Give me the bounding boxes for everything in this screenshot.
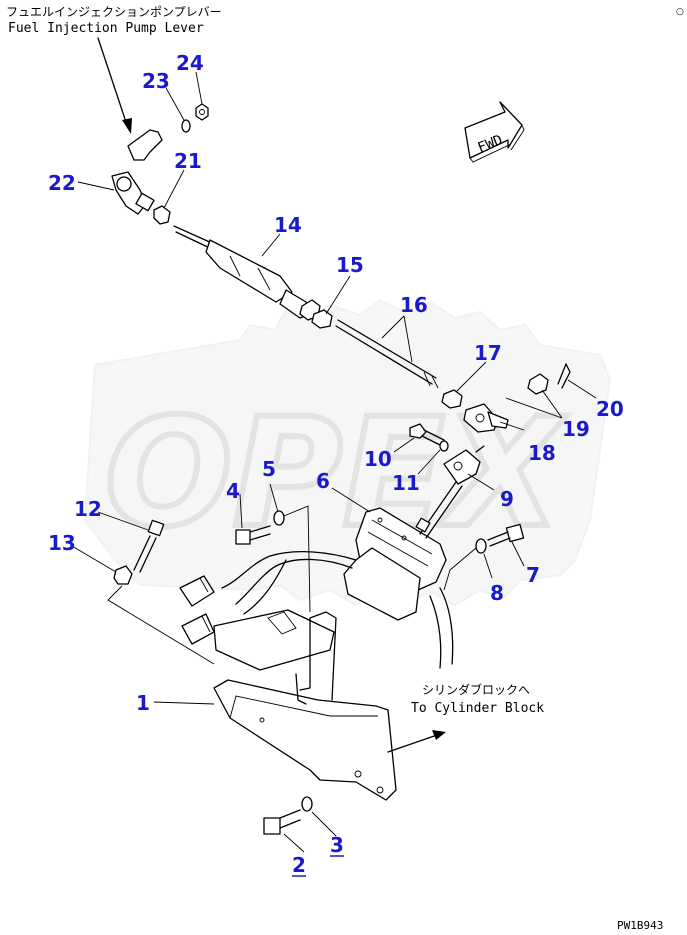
callout-16: 16 (400, 293, 428, 317)
callout-1: 1 (136, 691, 150, 715)
watermark: OPEX (83, 298, 612, 607)
fwd-label: FWD (476, 132, 505, 156)
drawing-code: PW1B943 (617, 919, 663, 932)
part-17-nut (441, 389, 463, 409)
part-11-washer (439, 440, 449, 452)
callout-3: 3 (330, 833, 344, 857)
callout-6: 6 (316, 469, 330, 493)
control-module (213, 609, 335, 671)
part-16-rod (335, 319, 439, 389)
callout-9: 9 (500, 487, 514, 511)
callout-13: 13 (48, 531, 76, 555)
callout-19: 19 (562, 417, 590, 441)
callout-4: 4 (226, 479, 240, 503)
part-3-washer (301, 796, 313, 812)
part-14-cable (173, 225, 321, 321)
part-12-bolt (133, 519, 165, 573)
part-21-nut (153, 205, 171, 225)
part-2-bolt (263, 809, 301, 835)
callout-8: 8 (490, 581, 504, 605)
callout-21: 21 (174, 149, 202, 173)
title-leader-arrowhead (122, 118, 132, 134)
part-10-bolt (409, 423, 445, 447)
callout-7: 7 (526, 563, 540, 587)
callout-17: 17 (474, 341, 502, 365)
callout-22: 22 (48, 171, 76, 195)
bolt-12-leader (107, 585, 215, 665)
part-15-nut (311, 309, 333, 329)
part-22-rod-end (111, 171, 155, 215)
bolt-7-leader (443, 547, 477, 591)
title-japanese: フュエルインジェクションポンプレバー (6, 5, 222, 19)
part-6-actuator (343, 481, 463, 621)
title-leader-line (97, 37, 129, 129)
callout-15: 15 (336, 253, 364, 277)
watermark-text: OPEX (105, 387, 567, 561)
cylinder-arrow (387, 730, 446, 753)
part-8-washer (475, 538, 487, 554)
callout-2: 2 (292, 853, 306, 877)
part-19-nut (527, 373, 549, 395)
title-english: Fuel Injection Pump Lever (8, 21, 204, 36)
lever-bracket (127, 129, 163, 161)
part-4-bolt (235, 525, 271, 545)
callout-24: 24 (176, 51, 204, 75)
corner-mark: ○ (676, 7, 684, 17)
cylinder-label-english: To Cylinder Block (411, 701, 544, 716)
part-18-rod-end (463, 403, 509, 433)
part-13-nut (113, 565, 133, 585)
callout-5: 5 (262, 457, 276, 481)
bolt-4-leader (283, 505, 311, 613)
callout-18: 18 (528, 441, 556, 465)
callout-11: 11 (392, 471, 420, 495)
callout-14: 14 (274, 213, 302, 237)
part-24-nut (195, 103, 209, 121)
leader-lines (71, 71, 597, 853)
wire-harness (179, 550, 454, 669)
part-7-bolt (487, 523, 525, 547)
callout-23: 23 (142, 69, 170, 93)
callout-20: 20 (596, 397, 624, 421)
part-23-washer (181, 119, 191, 133)
callout-10: 10 (364, 447, 392, 471)
part-1-bracket (213, 611, 397, 801)
part-20-pin (557, 363, 571, 389)
part-5-washer (273, 510, 285, 526)
cylinder-label-japanese: シリンダブロックへ (422, 682, 530, 697)
fwd-arrow: FWD (464, 101, 525, 163)
callouts: 1 2 3 4 5 6 7 8 9 10 11 12 13 14 15 16 1… (48, 51, 624, 877)
callout-12: 12 (74, 497, 102, 521)
